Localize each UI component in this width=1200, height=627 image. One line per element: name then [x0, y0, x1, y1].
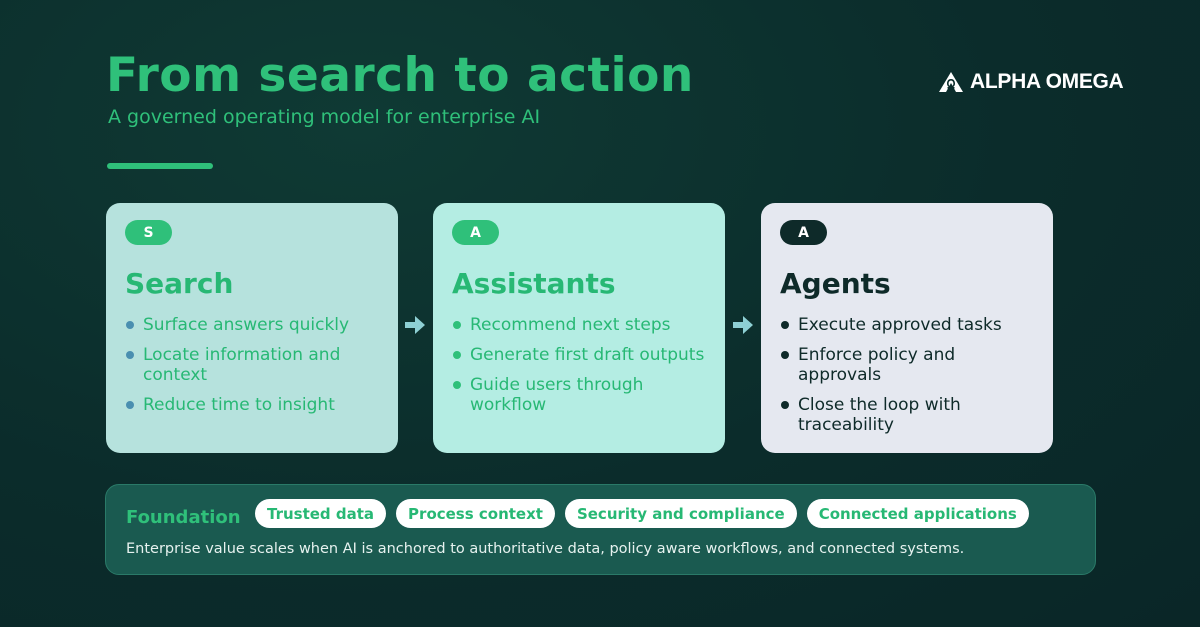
foundation-description: Enterprise value scales when AI is ancho… [126, 541, 965, 557]
stage-card-assistants: A Assistants Recommend next steps Genera… [433, 203, 725, 453]
foundation-pill: Connected applications [806, 499, 1029, 528]
list-item: Reduce time to insight [125, 395, 378, 415]
list-item-text: Guide users through workflow [470, 375, 644, 415]
list-item: Surface answers quickly [125, 315, 378, 335]
list-item-text: Recommend next steps [470, 315, 671, 335]
stage-card-agents: A Agents Execute approved tasks Enforce … [761, 203, 1053, 453]
stage-badge: A [780, 220, 827, 245]
bullet-icon [453, 351, 461, 359]
list-item-text: Surface answers quickly [143, 315, 350, 335]
arrow-right-icon [405, 316, 425, 334]
foundation-label: Foundation [126, 507, 241, 528]
logo-text: ALPHA OMEGA [970, 70, 1124, 93]
list-item-text: Locate information and context [143, 345, 341, 385]
foundation-pill-group: Trusted data Process context Security an… [255, 499, 1029, 528]
stage-title: Assistants [452, 267, 616, 300]
list-item-text: Generate first draft outputs [470, 345, 705, 365]
list-item-text: Execute approved tasks [798, 315, 1002, 335]
stage-title: Agents [780, 267, 891, 300]
list-item: Guide users through workflow [452, 375, 705, 415]
list-item: Close the loop with traceability [780, 395, 1033, 435]
stage-card-search: S Search Surface answers quickly Locate … [106, 203, 398, 453]
stage-title: Search [125, 267, 234, 300]
page-title: From search to action [106, 48, 694, 103]
bullet-icon [781, 351, 789, 359]
list-item: Enforce policy and approvals [780, 345, 1033, 385]
brand-logo: ALPHA OMEGA [938, 70, 1124, 94]
bullet-icon [453, 321, 461, 329]
list-item: Generate first draft outputs [452, 345, 705, 365]
list-item: Locate information and context [125, 345, 378, 385]
arrow-right-icon [733, 316, 753, 334]
list-item-text: Enforce policy and approvals [798, 345, 956, 385]
list-item: Recommend next steps [452, 315, 705, 335]
stage-badge: S [125, 220, 172, 245]
alpha-omega-logo-icon [938, 71, 964, 93]
accent-divider [107, 163, 213, 169]
bullet-icon [781, 401, 789, 409]
page-subtitle: A governed operating model for enterpris… [108, 106, 541, 128]
bullet-icon [453, 381, 461, 389]
bullet-icon [126, 401, 134, 409]
stage-item-list: Surface answers quickly Locate informati… [125, 315, 378, 415]
bullet-icon [781, 321, 789, 329]
list-item-text: Close the loop with traceability [798, 395, 961, 435]
stage-badge: A [452, 220, 499, 245]
list-item: Execute approved tasks [780, 315, 1033, 335]
bullet-icon [126, 321, 134, 329]
bullet-icon [126, 351, 134, 359]
foundation-pill: Security and compliance [564, 499, 797, 528]
list-item-text: Reduce time to insight [143, 395, 335, 415]
stage-item-list: Recommend next steps Generate first draf… [452, 315, 705, 415]
foundation-pill: Trusted data [255, 499, 387, 528]
foundation-pill: Process context [396, 499, 555, 528]
foundation-panel: Foundation Trusted data Process context … [105, 484, 1096, 575]
stage-item-list: Execute approved tasks Enforce policy an… [780, 315, 1033, 435]
